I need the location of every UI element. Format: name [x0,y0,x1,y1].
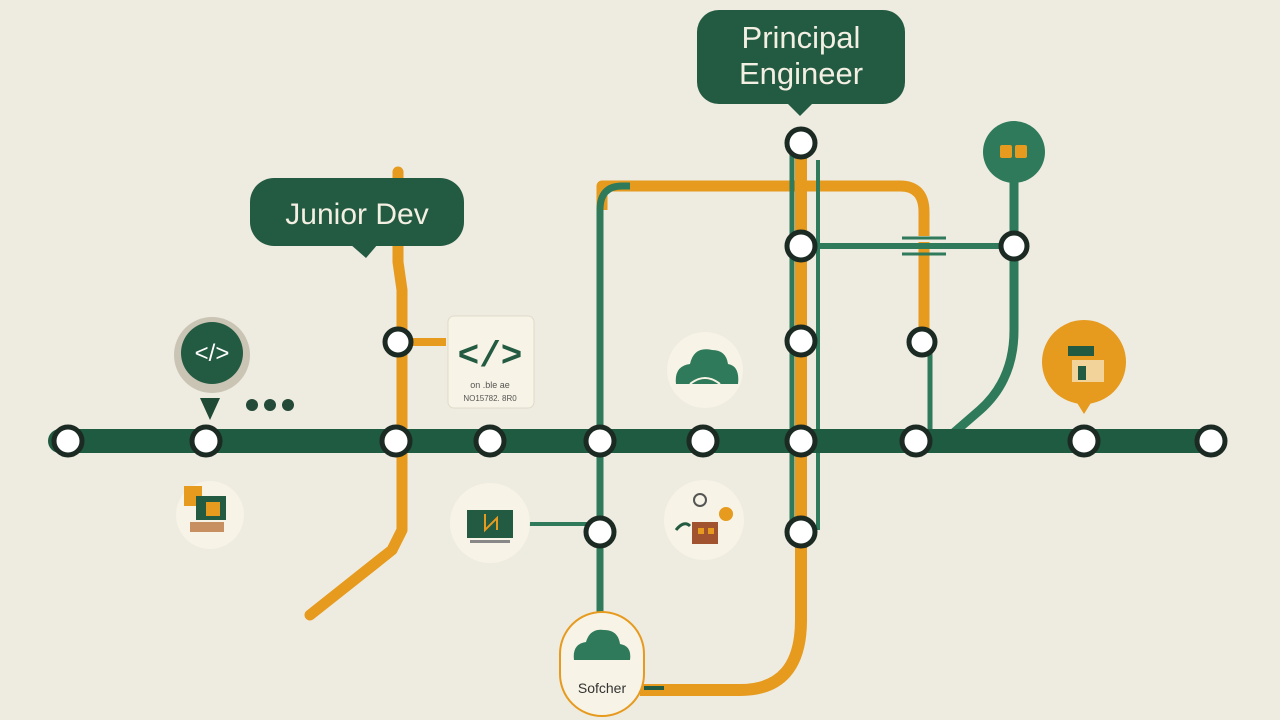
station-principal[interactable] [784,126,818,160]
code-card: </> on .ble ae NO15782. 8R0 [447,315,535,409]
code-card-text-2: NO15782. 8R0 [463,394,517,403]
team-icon [184,486,226,532]
orange-line-junior [304,166,408,621]
principal-text-2: Engineer [739,56,863,91]
briefcase-bubble [983,121,1045,183]
mug-icon [1068,346,1104,382]
orange-line-principal [640,150,807,696]
career-icon [674,493,733,544]
principal-engineer-label: Principal Engineer [697,10,905,116]
green-line-right-curve [945,147,1019,441]
station-main-7[interactable] [784,424,818,458]
station-main-9[interactable] [1067,424,1101,458]
station-main-6[interactable] [686,424,720,458]
green-line-left-loop [596,182,630,620]
station-main-8[interactable] [899,424,933,458]
mug-bubble [1042,320,1126,414]
team-bubble [176,481,244,549]
code-bubble: </> [174,317,250,420]
station-principal-3[interactable] [784,324,818,358]
principal-text-1: Principal [742,20,861,55]
career-bubble [664,480,744,560]
station-right-branch[interactable] [998,230,1030,262]
junior-dev-text: Junior Dev [285,198,428,231]
briefcase-icon [1000,145,1027,158]
junior-dev-label: Junior Dev [250,178,464,258]
monitor-icon [467,510,513,543]
station-principal-4[interactable] [784,515,818,549]
station-lower-left[interactable] [583,515,617,549]
station-main-5[interactable] [583,424,617,458]
station-junior-code[interactable] [382,326,414,358]
station-main-10[interactable] [1194,424,1228,458]
ellipsis-icon [246,399,294,411]
cloud-bubble [667,332,743,408]
orange-line-top [596,180,930,340]
bottom-card-label: Sofcher [578,680,627,696]
station-main-3[interactable] [379,424,413,458]
station-orange-right[interactable] [906,326,938,358]
bottom-card: Sofcher [559,611,645,717]
stations [51,126,1228,549]
cloud-icon [675,349,739,384]
code-icon: </> [195,340,230,367]
cloud-icon-bottom [573,629,631,660]
code-card-text-1: on .ble ae [470,380,510,390]
station-principal-2[interactable] [784,229,818,263]
station-main-4[interactable] [473,424,507,458]
monitor-bubble [450,483,530,563]
code-card-icon: </> [458,336,523,377]
station-main-1[interactable] [51,424,85,458]
station-main-2[interactable] [189,424,223,458]
